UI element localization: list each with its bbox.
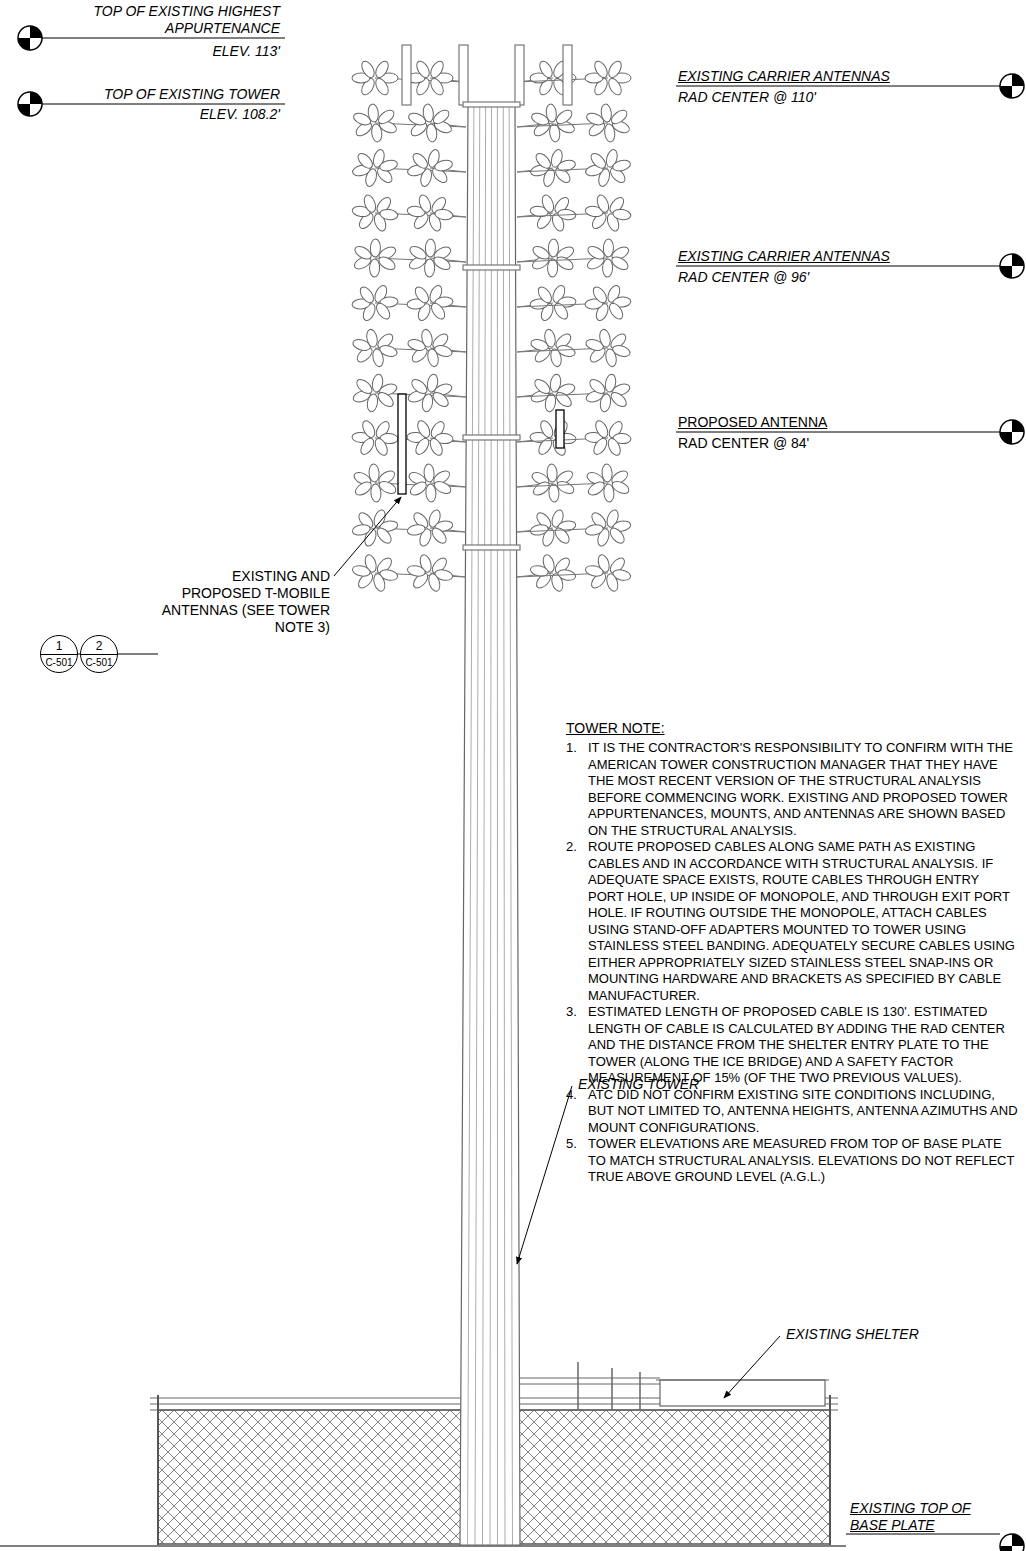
rad-center: RAD CENTER @ 110' (678, 89, 978, 106)
base-plate-label: EXISTING TOP OF BASE PLATE (850, 1500, 980, 1534)
note-text: IT IS THE CONTRACTOR'S RESPONSIBILITY TO… (588, 740, 1018, 839)
elevation-value: ELEV. 113' (120, 43, 280, 60)
shelter-label: EXISTING SHELTER (786, 1326, 986, 1343)
note-item: 3.ESTIMATED LENGTH OF PROPOSED CABLE IS … (566, 1004, 1018, 1087)
antenna-label: PROPOSED ANTENNA (678, 414, 978, 431)
note-text: ESTIMATED LENGTH OF PROPOSED CABLE IS 13… (588, 1004, 1018, 1087)
antenna-callout: EXISTING AND PROPOSED T-MOBILE ANTENNAS … (160, 568, 330, 636)
notes-heading: TOWER NOTE: (566, 720, 766, 737)
note-number: 4. (566, 1087, 588, 1137)
note-item: 1.IT IS THE CONTRACTOR'S RESPONSIBILITY … (566, 740, 1018, 839)
callout-divider (81, 654, 117, 655)
elevation-label: TOP OF EXISTING HIGHEST APPURTENANCE (40, 3, 280, 37)
callout-divider (41, 654, 77, 655)
rad-center: RAD CENTER @ 96' (678, 269, 978, 286)
note-number: 3. (566, 1004, 588, 1087)
sheet-reference: C-501 (41, 656, 77, 670)
callout-number: 2 (81, 639, 117, 653)
detail-callout: 1C-501 (40, 635, 78, 673)
note-item: 4.ATC DID NOT CONFIRM EXISTING SITE COND… (566, 1087, 1018, 1137)
elevation-value: ELEV. 108.2' (120, 106, 280, 123)
callout-number: 1 (41, 639, 77, 653)
rad-center: RAD CENTER @ 84' (678, 435, 978, 452)
note-text: ATC DID NOT CONFIRM EXISTING SITE CONDIT… (588, 1087, 1018, 1137)
note-number: 1. (566, 740, 588, 839)
antenna-label: EXISTING CARRIER ANTENNAS (678, 248, 978, 265)
tower-notes: 1.IT IS THE CONTRACTOR'S RESPONSIBILITY … (566, 740, 1018, 1186)
tower-label: EXISTING TOWER (578, 1076, 778, 1093)
note-item: 2.ROUTE PROPOSED CABLES ALONG SAME PATH … (566, 839, 1018, 1004)
note-number: 2. (566, 839, 588, 1004)
note-text: ROUTE PROPOSED CABLES ALONG SAME PATH AS… (588, 839, 1018, 1004)
note-item: 5.TOWER ELEVATIONS ARE MEASURED FROM TOP… (566, 1136, 1018, 1186)
antenna-label: EXISTING CARRIER ANTENNAS (678, 68, 978, 85)
sheet-reference: C-501 (81, 656, 117, 670)
note-text: TOWER ELEVATIONS ARE MEASURED FROM TOP O… (588, 1136, 1018, 1186)
elevation-label: TOP OF EXISTING TOWER (40, 86, 280, 103)
note-number: 5. (566, 1136, 588, 1186)
detail-callout: 2C-501 (80, 635, 118, 673)
